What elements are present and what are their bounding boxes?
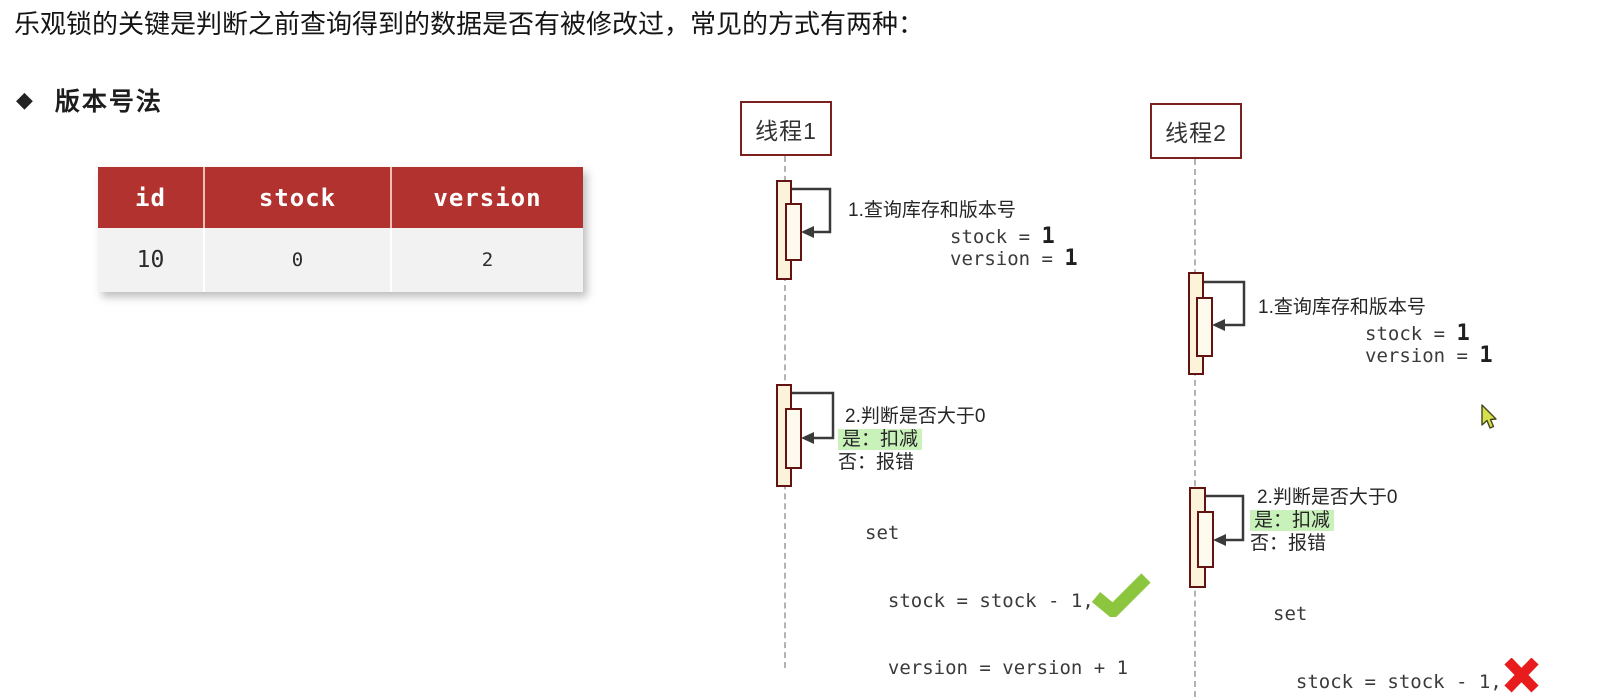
thread1-version-value: 1 bbox=[1064, 246, 1078, 271]
db-table-header-id: id bbox=[98, 167, 205, 228]
thread2-lifeline bbox=[1194, 159, 1196, 697]
thread1-label: 线程1 bbox=[755, 117, 817, 144]
thread2-self-message-arrow-1 bbox=[1204, 280, 1246, 331]
thread2-activation2-inner-bar bbox=[1197, 511, 1214, 568]
section-title: 版本号法 bbox=[54, 88, 163, 116]
db-table-data-row: 10 0 2 bbox=[98, 228, 583, 292]
thread2-sql-block: set stock = stock - 1, version = version… bbox=[1273, 603, 1502, 693]
thread2-step2-no: 否：报错 bbox=[1250, 533, 1327, 554]
thread1-stock-line: stock = 1 bbox=[950, 224, 1055, 249]
thread1-box: 线程1 bbox=[740, 101, 832, 156]
highlight-yes: 是：扣减 bbox=[1250, 510, 1335, 531]
thread2-self-message-arrow-2 bbox=[1206, 494, 1245, 546]
thread1-version-line: version = 1 bbox=[950, 246, 1078, 271]
intro-text: 乐观锁的关键是判断之前查询得到的数据是否有被修改过，常见的方式有两种： bbox=[14, 9, 925, 39]
thread2-box: 线程2 bbox=[1150, 103, 1242, 159]
diamond-bullet-icon: ◆ bbox=[16, 87, 33, 112]
db-table-cell-id: 10 bbox=[98, 228, 205, 292]
thread1-step2-annotation: 2.判断是否大于0 是：扣减 否：报错 set stock = stock - … bbox=[838, 405, 1128, 697]
section-heading: ◆ 版本号法 bbox=[16, 82, 163, 118]
mouse-cursor-icon bbox=[1481, 404, 1497, 429]
thread2-stock-line: stock = 1 bbox=[1365, 321, 1470, 346]
thread1-stock-value: 1 bbox=[1041, 224, 1055, 249]
thread1-step2-no: 否：报错 bbox=[838, 452, 915, 473]
thread2-step1-annotation: 1.查询库存和版本号 stock = 1 version = 1 bbox=[1258, 296, 1493, 367]
db-table-cell-stock: 0 bbox=[205, 228, 392, 292]
thread2-version-line: version = 1 bbox=[1365, 343, 1493, 368]
thread1-step1-annotation: 1.查询库存和版本号 stock = 1 version = 1 bbox=[848, 199, 1078, 270]
thread1-self-message-arrow-2 bbox=[792, 391, 835, 444]
thread2-stock-value: 1 bbox=[1456, 321, 1470, 346]
thread1-sql-block: set stock = stock - 1, version = version… bbox=[865, 522, 1129, 679]
thread2-activation1-inner-bar bbox=[1196, 297, 1213, 357]
thread2-step2-annotation: 2.判断是否大于0 是：扣减 否：报错 set stock = stock - … bbox=[1250, 486, 1536, 697]
thread2-step1-title: 1.查询库存和版本号 bbox=[1258, 297, 1426, 318]
thread2-step2-title: 2.判断是否大于0 bbox=[1257, 487, 1398, 508]
db-table-header-version: version bbox=[433, 183, 542, 212]
highlight-yes: 是：扣减 bbox=[838, 429, 923, 450]
thread1-step1-title: 1.查询库存和版本号 bbox=[848, 200, 1016, 221]
thread2-step2-yes: 是：扣减 bbox=[1250, 509, 1536, 532]
thread1-step2-yes: 是：扣减 bbox=[838, 428, 1128, 451]
thread1-activation2-inner-bar bbox=[785, 408, 802, 469]
db-table: id stock version 10 0 2 bbox=[98, 167, 583, 292]
db-table-header-stock: stock bbox=[205, 167, 392, 228]
thread2-version-value: 1 bbox=[1479, 343, 1493, 368]
thread1-self-message-arrow-1 bbox=[792, 187, 832, 238]
db-table-cell-version: 2 bbox=[481, 249, 494, 271]
thread1-step2-title: 2.判断是否大于0 bbox=[845, 406, 986, 427]
thread2-label: 线程2 bbox=[1165, 120, 1227, 146]
success-check-icon bbox=[1091, 573, 1151, 617]
db-table-header-row: id stock version bbox=[98, 167, 583, 228]
failure-cross-icon bbox=[1504, 658, 1539, 693]
